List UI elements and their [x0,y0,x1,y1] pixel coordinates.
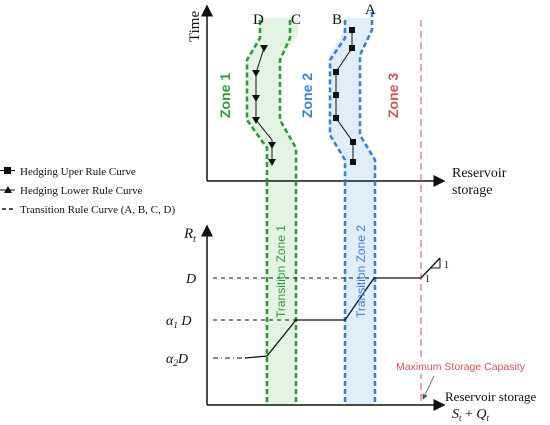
curve-label-a: A [365,2,376,18]
square-marker [350,159,356,165]
slope-label-vertical: 1 [444,260,449,271]
max-storage-pointer [422,375,435,400]
top-x-label-line2: storage [452,183,492,198]
transition-zone-1-label: Transition Zone 1 [274,225,288,318]
square-marker [349,45,355,51]
green-band-top [247,18,298,180]
curve-b [328,20,347,180]
blue-band-top [330,18,375,180]
y-tick-a2d: α2D [166,352,188,368]
triangle-marker [268,159,276,166]
top-chart: D C B A Zone 1 Zone 2 Zone 3 Time Reserv… [187,2,507,198]
square-marker [333,115,339,121]
curve-label-d: D [253,12,264,28]
top-x-label-line1: Reservoir [452,166,507,181]
top-y-label: Time [187,11,203,42]
legend-item-lower: Hedging Lower Rule Curve [20,185,143,197]
transition-zone-2-band [345,182,375,405]
bottom-y-label: Rt [183,226,196,245]
slope-label-horizontal: 1 [425,274,430,285]
release-curve [244,277,421,359]
y-tick-a1d: α1 D [166,314,191,330]
transition-zone-2-label: Transition Zone 2 [354,225,368,318]
triangle-marker [260,45,268,52]
square-marker [333,69,339,75]
triangle-marker [252,117,260,124]
transition-zone-1-band [265,182,296,405]
bottom-x-label-line2: St + Qt [452,407,490,423]
square-marker [333,92,339,98]
legend-item-upper: Hedging Uper Rule Curve [20,166,136,178]
triangle-markers [252,45,276,166]
curve-label-c: C [291,12,301,28]
legend-item-transition: Transition Rule Curve (A, B, C, D) [20,204,175,216]
max-storage-label-bg [392,358,542,374]
curve-d [245,20,269,180]
zone-3-label: Zone 3 [385,73,401,118]
zone-2-label: Zone 2 [299,73,315,118]
square-marker [349,27,355,33]
curve-c [278,20,298,180]
curve-label-b: B [332,12,342,28]
triangle-marker [252,95,260,102]
triangle-marker [268,142,276,149]
square-marker [350,139,356,145]
zone-1-label: Zone 1 [217,73,233,118]
triangle-marker [252,70,260,77]
square-markers [333,27,356,165]
y-tick-d: D [185,272,196,287]
bottom-chart: 1 1 Transition Zone 1 Transition Zone 2 … [166,20,542,423]
legend: Hedging Uper Rule Curve Hedging Lower Ru… [0,166,175,216]
bottom-x-label-line1: Reservoir storage [445,389,537,404]
slope-triangle [430,258,441,269]
max-storage-label: Maximum Storage Capasity [396,361,526,373]
